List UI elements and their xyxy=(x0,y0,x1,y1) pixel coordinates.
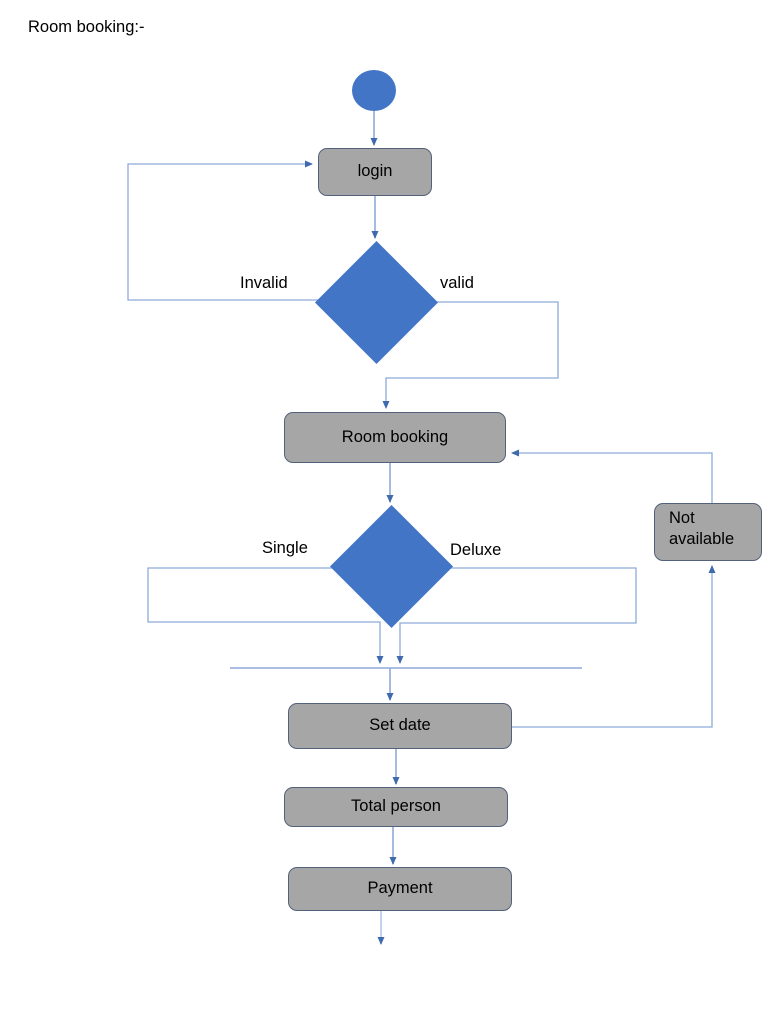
edge-label-deluxe: Deluxe xyxy=(450,541,502,559)
action-label-set-date: Set date xyxy=(369,716,431,735)
decision-node-login-validation[interactable] xyxy=(314,240,438,365)
edge-not-available-to-room-booking xyxy=(510,449,713,503)
initial-node xyxy=(352,70,396,111)
edge-label-valid: valid xyxy=(440,274,474,292)
action-node-login[interactable]: login xyxy=(318,148,432,196)
edge-invalid-back-to-login xyxy=(127,160,320,301)
diamond-shape xyxy=(314,240,438,365)
action-node-payment[interactable]: Payment xyxy=(288,867,512,911)
edge-label-invalid: Invalid xyxy=(240,274,288,292)
action-label-total-person: Total person xyxy=(351,797,441,816)
action-label-payment: Payment xyxy=(367,879,433,898)
diamond-shape xyxy=(329,504,453,629)
edge-label-single: Single xyxy=(262,539,308,557)
action-node-not-available[interactable]: Not available xyxy=(654,503,762,561)
action-label-room-booking: Room booking xyxy=(341,427,449,446)
edge-deluxe-branch xyxy=(396,567,637,665)
decision-node-room-type[interactable] xyxy=(329,504,453,629)
page-title: Room booking:- xyxy=(28,18,145,36)
edge-valid-to-room-booking xyxy=(382,301,559,410)
action-label-login: login xyxy=(357,162,393,181)
edge-single-branch xyxy=(147,567,384,665)
action-node-total-person[interactable]: Total person xyxy=(284,787,508,827)
edge-set-date-to-not-available xyxy=(512,564,716,728)
action-node-set-date[interactable]: Set date xyxy=(288,703,512,749)
action-label-not-available: Not available xyxy=(669,509,735,549)
action-node-room-booking[interactable]: Room booking xyxy=(284,412,506,463)
